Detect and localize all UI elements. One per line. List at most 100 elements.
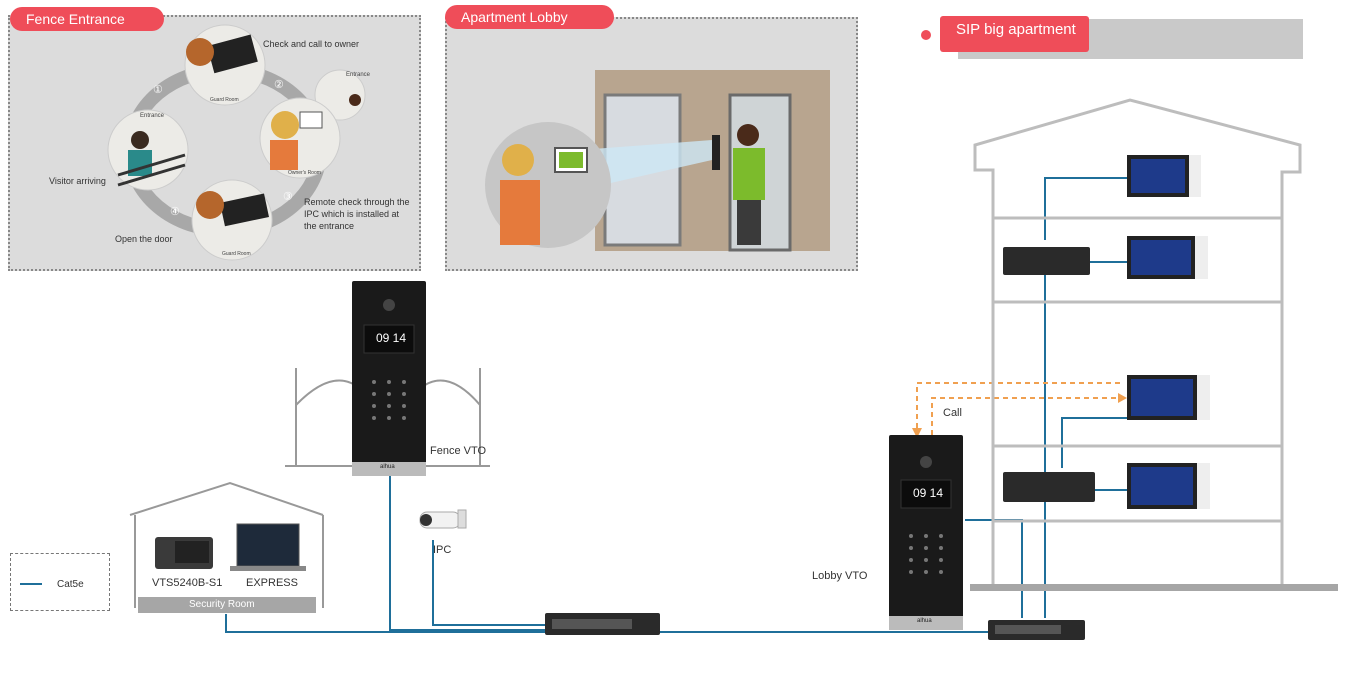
cable-fence-vto (389, 476, 545, 631)
fence-gate-outline (285, 368, 490, 467)
fence-vto-base (352, 462, 426, 476)
call-arrows (916, 382, 1120, 435)
cable-floor1-monitor (1044, 177, 1127, 240)
guard-head-1 (186, 38, 214, 66)
lobby-vto-mini (712, 135, 720, 170)
legend-box (10, 553, 110, 611)
ground-line (970, 584, 1338, 591)
indoor-monitor-1-screen (1131, 159, 1185, 193)
fence-vto-keypad (372, 380, 406, 420)
indoor-monitor-4-screen (1131, 467, 1193, 505)
guard-room-label-1: Guard Room (210, 97, 239, 103)
fence-entrance-tag: Fence Entrance (10, 7, 164, 31)
vts-screen (175, 541, 209, 563)
ipc-lens (420, 514, 432, 526)
express-laptop-screen (236, 523, 300, 567)
resident-head (502, 144, 534, 176)
lobby-vto-key (939, 570, 943, 574)
indoor-monitor-2-side (1195, 236, 1208, 279)
lobby-vto-key (924, 570, 928, 574)
lobby-vto-screen (900, 479, 952, 509)
fence-vto-key (402, 416, 406, 420)
step-num-1: ① (153, 84, 163, 96)
lobby-vto-time: 09 14 (913, 486, 944, 500)
lobby-vto-key (909, 558, 913, 562)
call-arrowhead-right (1118, 393, 1127, 403)
cable-ipc (432, 540, 545, 626)
fence-vto-screen (363, 324, 415, 354)
main-switch-ports (552, 619, 632, 629)
visitor-head (131, 131, 149, 149)
call-label: Call (943, 407, 962, 419)
step-num-2: ② (274, 79, 284, 91)
call-arrowhead-down (912, 428, 922, 438)
lobby-vto-camera (920, 456, 932, 468)
cable-floor3-monitor (1061, 417, 1127, 468)
owner-body (270, 140, 298, 170)
guard-head-2 (196, 191, 224, 219)
call-arrow-2 (931, 397, 1120, 435)
fence-vto-key (372, 380, 376, 384)
guard-monitor-1 (207, 34, 258, 74)
fence-rail (117, 153, 186, 187)
floor-switch-lower (1003, 472, 1095, 502)
legend-cat5e-label: Cat5e (57, 579, 84, 590)
call-arrow-1 (916, 382, 1120, 430)
step3-label: Remote check through the IPC which is in… (304, 197, 410, 231)
vts-label: VTS5240B-S1 (152, 577, 223, 589)
building-outline (973, 98, 1302, 584)
lobby-vto-key (924, 558, 928, 562)
resident-monitor-screen (559, 152, 583, 168)
lobby-vto-key (909, 570, 913, 574)
fence-vto-time: 09 14 (376, 331, 407, 345)
lobby-switch-ports (995, 625, 1061, 634)
floor-switch-upper (1003, 247, 1090, 275)
fence-vto-label: Fence VTO (430, 445, 487, 457)
entrance-scene-small (314, 69, 366, 121)
visitor-lobby-body (733, 148, 765, 200)
indoor-monitor-2-screen (1131, 240, 1191, 275)
lobby-vto-key (939, 534, 943, 538)
guard-monitor-2 (219, 193, 269, 227)
express-label: EXPRESS (246, 577, 298, 589)
building-floors (993, 216, 1282, 523)
step-num-4: ④ (170, 206, 180, 218)
lobby-vto-key (939, 558, 943, 562)
indoor-monitors (1127, 155, 1210, 509)
open-door-label: Open the door (115, 234, 173, 244)
ipc-mount (457, 509, 467, 529)
fence-vto-key (387, 392, 391, 396)
visitor-lobby-head (737, 124, 759, 146)
lobby-vto-keypad (909, 534, 943, 574)
lobby-vto-key (924, 546, 928, 550)
cable-security-room (225, 614, 545, 633)
fence-vto-key (387, 416, 391, 420)
fence-vto-camera (383, 299, 395, 311)
indoor-monitor-3-side (1197, 375, 1210, 420)
indoor-monitor-1-side (1189, 155, 1201, 197)
owners-room-label: Owner's Room (288, 170, 321, 176)
small-entrance-label: Entrance (346, 72, 371, 78)
resident-body (500, 180, 540, 245)
step-num-3: ③ (283, 191, 293, 203)
fence-vto-key (372, 416, 376, 420)
indoor-monitor-3-screen (1131, 379, 1193, 416)
fence-vto-key (387, 404, 391, 408)
entrance-label: Entrance (140, 113, 165, 119)
camera-beam (580, 140, 712, 190)
lobby-vto-key (939, 546, 943, 550)
visitor-arriving-label: Visitor arriving (49, 176, 106, 186)
fence-vto-key (402, 404, 406, 408)
fence-vto-key (387, 380, 391, 384)
cat5e-cables (225, 177, 1127, 633)
fence-vto-key (402, 392, 406, 396)
visitor-lobby-legs (737, 200, 761, 245)
owner-monitor (299, 111, 323, 129)
lobby-vto-base (889, 616, 963, 630)
fence-vto-key (402, 380, 406, 384)
express-laptop-base (230, 566, 306, 571)
apartment-lobby-tag: Apartment Lobby (445, 5, 614, 29)
lobby-vto-brand: alhua (917, 618, 932, 624)
fence-vto-brand: alhua (380, 464, 395, 470)
